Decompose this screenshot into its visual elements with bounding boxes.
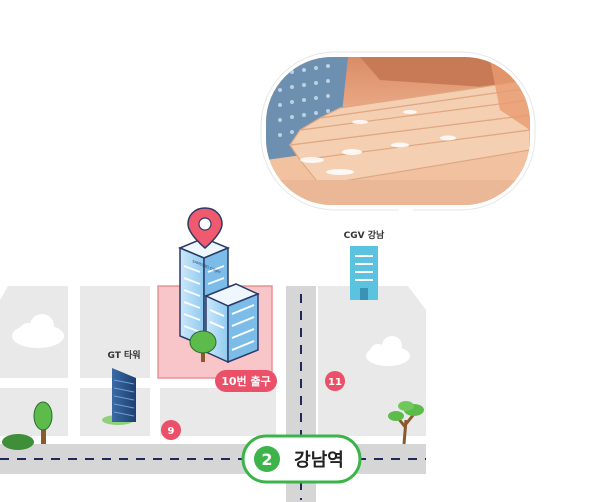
cgv-label: CGV 강남 xyxy=(344,229,385,241)
station-name: 강남역 xyxy=(294,450,344,471)
exit-9-badge[interactable]: 9 xyxy=(161,420,181,440)
cloud xyxy=(366,336,410,366)
cloud xyxy=(12,314,64,348)
exit-11-badge[interactable]: 11 xyxy=(325,371,345,391)
tree xyxy=(189,330,217,362)
gt-tower-label: GT 타워 xyxy=(107,349,140,361)
tree xyxy=(388,401,424,445)
cgv-building xyxy=(350,246,378,300)
svg-text:10번 출구: 10번 출구 xyxy=(221,374,271,388)
gt-tower xyxy=(112,368,136,422)
exit-10-badge[interactable]: 10번 출구 xyxy=(215,370,277,392)
bush xyxy=(2,434,34,450)
station-label[interactable]: 2 강남역 xyxy=(241,434,362,484)
svg-text:2: 2 xyxy=(261,450,272,469)
subway-line-2-icon xyxy=(254,446,280,472)
svg-text:11: 11 xyxy=(328,377,342,388)
svg-text:9: 9 xyxy=(168,426,175,437)
location-pin-icon xyxy=(187,207,223,249)
photo-callout[interactable] xyxy=(260,51,536,220)
tree xyxy=(33,401,53,444)
